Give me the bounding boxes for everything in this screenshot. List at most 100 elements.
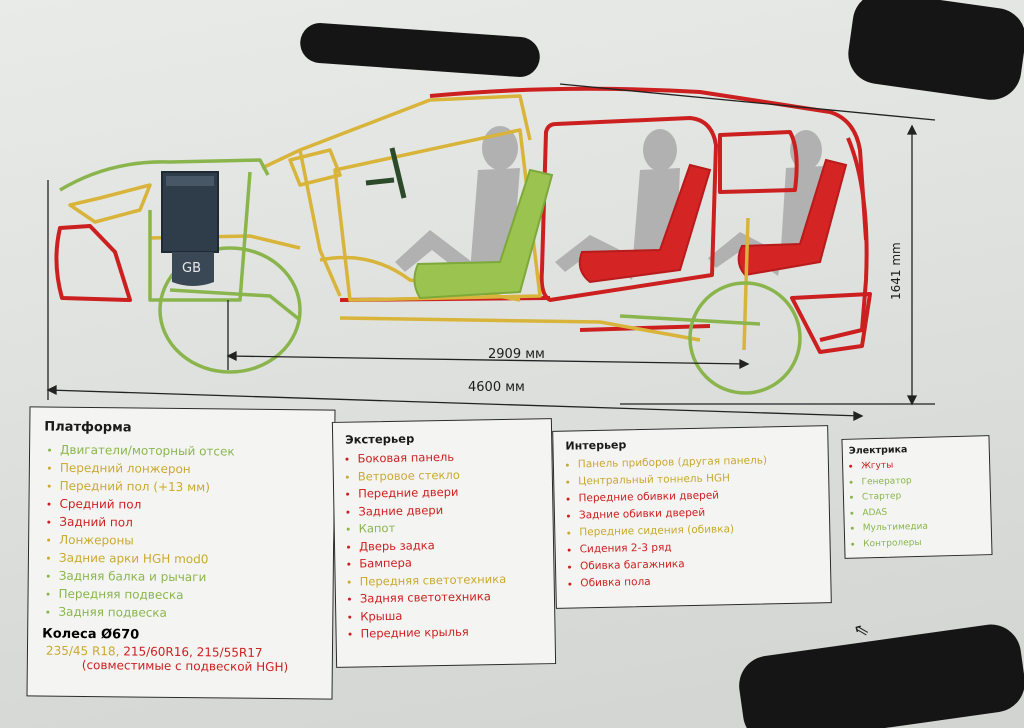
legend-item-label: Задняя балка и рычаги xyxy=(58,568,207,585)
length-line xyxy=(47,389,863,417)
legend-item-label: Передний пол (+13 мм) xyxy=(59,478,211,495)
legend-item-label: Контролеры xyxy=(863,537,922,549)
legend-item-label: Передний лонжерон xyxy=(59,460,191,477)
gearbox-label-badge xyxy=(172,252,214,286)
front-door xyxy=(333,128,542,302)
bullet-icon xyxy=(47,502,51,506)
legend-item-label: Лонжероны xyxy=(59,532,134,548)
legend-item-label: Дверь задка xyxy=(358,537,435,553)
rear-suspension-beam xyxy=(619,314,761,326)
legend-item-label: Передняя подвеска xyxy=(58,586,184,603)
legend-item-label: Боковая панель xyxy=(357,449,455,466)
legend-item-label: Жгуты xyxy=(861,460,894,472)
legend-item-label: Обивка багажника xyxy=(579,558,685,573)
legend-item-label: Задние обивки дверей xyxy=(578,506,706,522)
bullet-icon xyxy=(346,527,350,531)
bullet-icon xyxy=(849,480,853,484)
headlight xyxy=(68,183,152,224)
bullet-icon xyxy=(567,531,571,535)
gearbox-block: GB xyxy=(161,171,219,286)
bullet-icon xyxy=(46,556,50,560)
bullet-icon xyxy=(849,464,853,468)
wheelbase-line xyxy=(227,355,749,365)
bullet-icon xyxy=(346,510,350,514)
legend-item-label: Двигатели/моторный отсек xyxy=(60,442,235,459)
bullet-icon xyxy=(568,582,572,586)
legend-item: Задняя подвеска xyxy=(46,603,322,624)
length-dimension: 4600 мм xyxy=(468,380,525,395)
bullet-icon xyxy=(345,475,349,479)
legend-item-label: Передние крылья xyxy=(360,624,469,641)
wheels-compat-note: (совместимые с подвеской HGH) xyxy=(81,657,289,675)
legend-item-label: Задние арки HGH mod0 xyxy=(58,550,209,567)
bullet-icon xyxy=(47,484,51,488)
a-pillar xyxy=(298,149,342,297)
dashboard xyxy=(288,148,342,187)
legend-item-label: Сидения 2-3 ряд xyxy=(579,541,672,556)
bullet-icon xyxy=(850,511,854,515)
rear-wheel xyxy=(688,281,802,395)
green-structure xyxy=(59,158,802,395)
side-sill xyxy=(339,296,711,332)
third-row-seat xyxy=(737,158,848,277)
bullet-icon xyxy=(850,526,854,530)
legend-item-label: Задние двери xyxy=(358,502,444,518)
wheels-sizes-red: 215/60R16, 215/55R17 xyxy=(123,644,263,660)
legend-item-label: Стартер xyxy=(861,491,902,503)
interior-list: Панель приборов (другая панель)Центральн… xyxy=(565,451,821,592)
dimension-lines xyxy=(46,83,936,422)
gearbox-label: GB xyxy=(182,261,201,276)
bullet-icon xyxy=(347,562,351,566)
bullet-icon xyxy=(46,610,50,614)
engine-bay xyxy=(148,171,252,302)
electrical-title: Электрика xyxy=(848,444,908,457)
legend-item: Контролеры xyxy=(851,534,983,553)
center-tunnel xyxy=(319,255,521,302)
second-row-seat xyxy=(578,163,712,284)
bullet-icon xyxy=(566,480,570,484)
legend-item-label: Передние обивки дверей xyxy=(578,489,720,505)
legend-item-label: Крыша xyxy=(360,608,403,623)
bullet-icon xyxy=(347,597,351,601)
bullet-icon xyxy=(566,514,570,518)
legend-item-label: Центральный тоннель HGH xyxy=(578,472,731,488)
legend-item-label: Обивка пола xyxy=(580,575,651,590)
bullet-icon xyxy=(347,580,351,584)
rear-door-outline xyxy=(539,116,718,302)
legend-item-label: Панель приборов (другая панель) xyxy=(577,454,768,471)
bullet-icon xyxy=(567,548,571,552)
legend-item-label: Ветровое стекло xyxy=(357,467,460,483)
bullet-icon xyxy=(48,448,52,452)
legend-item-label: Бампера xyxy=(359,555,413,571)
wheels-sizes-yellow: 235/45 R18, xyxy=(45,643,124,659)
steering-wheel xyxy=(365,147,407,199)
bullet-icon xyxy=(47,520,51,524)
bullet-icon xyxy=(347,545,351,549)
legend-item-label: Передние сидения (обивка) xyxy=(579,523,735,539)
bullet-icon xyxy=(345,457,349,461)
bullet-icon xyxy=(566,497,570,501)
legend-item-label: Мультимедиа xyxy=(862,521,929,534)
windshield-frame xyxy=(261,94,532,170)
front-subframe xyxy=(169,288,302,322)
rear-seats xyxy=(578,158,848,284)
exterior-title: Экстерьер xyxy=(345,431,415,447)
bullet-icon xyxy=(346,492,350,496)
bullet-icon xyxy=(849,495,854,499)
legend-item-label: Средний пол xyxy=(59,496,142,512)
legend-item-label: Генератор xyxy=(861,475,912,487)
legend-item-label: Задняя подвеска xyxy=(58,604,168,620)
rear-tailgate xyxy=(819,137,869,342)
legend-item-label: Задняя светотехника xyxy=(359,589,491,606)
bullet-icon xyxy=(46,574,50,578)
wheelbase-dimension: 2909 мм xyxy=(488,347,545,362)
roof-outline xyxy=(429,86,868,241)
